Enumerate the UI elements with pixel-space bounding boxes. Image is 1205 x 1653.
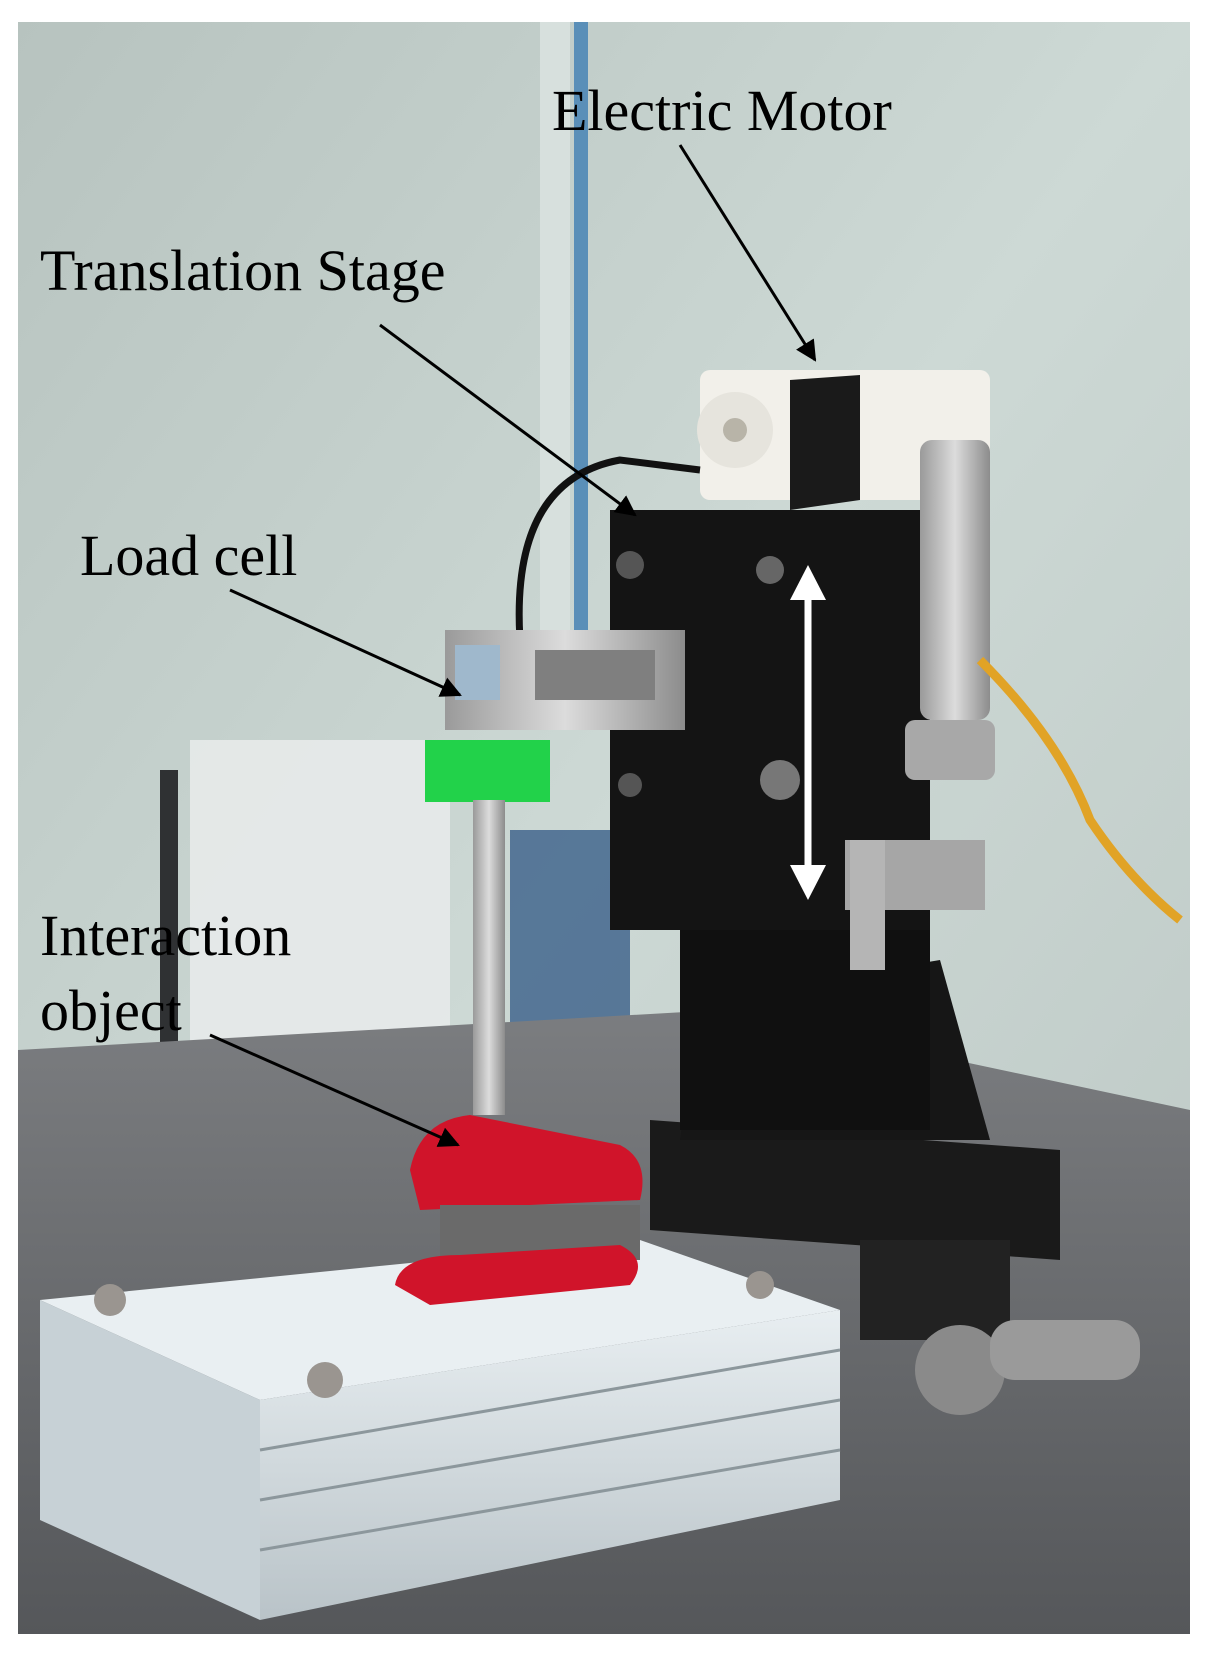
interaction-object-arrow [209, 1033, 460, 1147]
leader-arrows [209, 144, 817, 1147]
bolt-head [746, 1271, 774, 1299]
load-cell-arrow [229, 588, 462, 697]
background-shelf [190, 740, 450, 1080]
micrometer-knob [915, 1325, 1005, 1415]
probe-rod [473, 800, 505, 1115]
electric-motor-arrow [678, 144, 817, 362]
yellow-cable [976, 656, 1183, 924]
stage-base [650, 1120, 1140, 1415]
electric-motor [697, 370, 990, 510]
translation-stage-label: Translation Stage [40, 238, 445, 303]
load-cell-label: Load cell [80, 523, 297, 588]
door-frame [574, 22, 588, 682]
interaction-object-label-line1: Interaction [40, 903, 291, 968]
electric-motor-label: Electric Motor [552, 78, 892, 143]
acrylic-plate-stack [40, 1240, 841, 1620]
load-cell [445, 630, 685, 730]
door-frame-shadow [540, 22, 570, 722]
green-block [425, 740, 550, 802]
interaction-object-label-line2: object [40, 978, 182, 1043]
bolt-head [94, 1284, 126, 1316]
background-stand [160, 770, 178, 1070]
motion-double-arrow [790, 565, 826, 900]
translation-stage-arrow [379, 323, 637, 517]
black-cable [515, 456, 701, 641]
red-stapler [395, 1115, 643, 1305]
photo [18, 22, 1190, 1634]
bolt-head [307, 1362, 343, 1398]
micrometer-column [845, 440, 995, 970]
